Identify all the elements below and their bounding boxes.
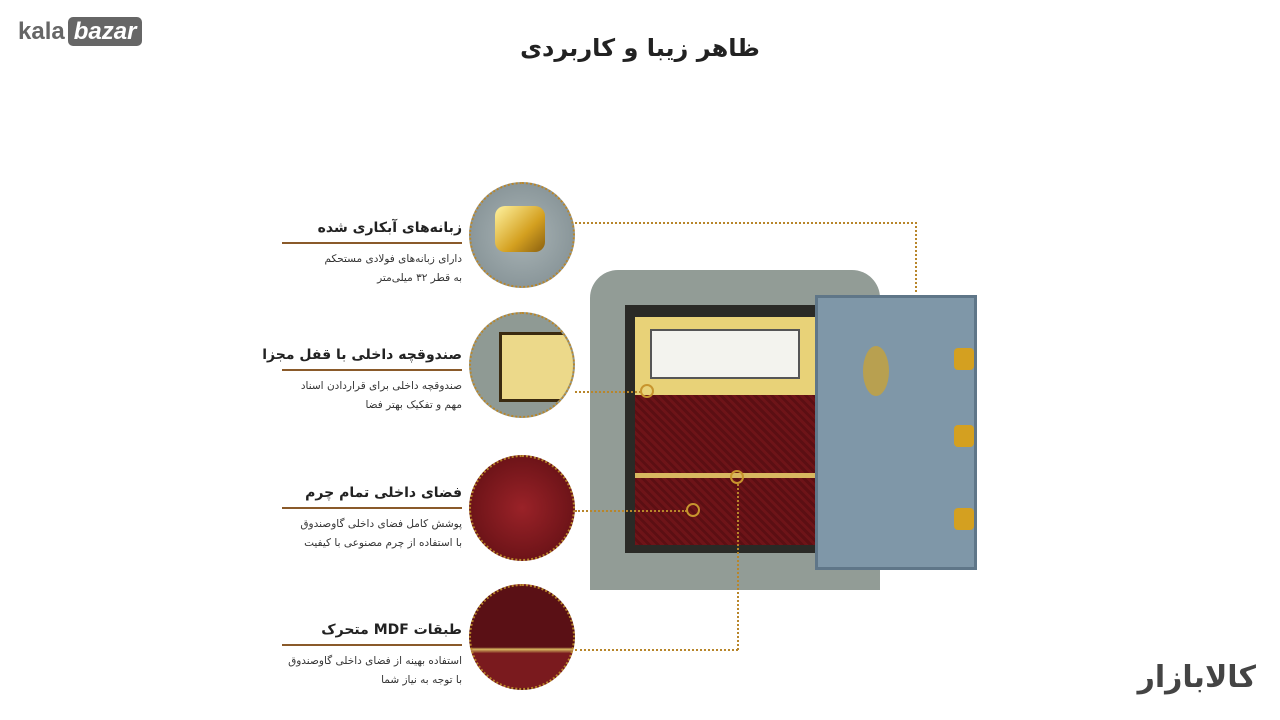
feature-heading: طبقات MDF متحرک: [282, 622, 462, 646]
feature-line: با استفاده از چرم مصنوعی با کیفیت: [304, 537, 462, 549]
bolt-detail-image: [469, 182, 575, 288]
safe-door: [815, 295, 977, 570]
feature-heading: صندوقچه داخلی با قفل مجزا: [262, 347, 462, 371]
drawer-window: [650, 329, 800, 379]
feature-plated-bolts: زبانه‌های آبکاری شده دارای زبانه‌های فولا…: [282, 220, 462, 288]
drawer-icon: [499, 332, 573, 402]
connector-line: [575, 222, 917, 224]
bolt-icon: [954, 425, 974, 447]
hotspot-marker: [640, 384, 654, 398]
leather-interior: [635, 395, 825, 545]
bolt-icon: [495, 206, 545, 252]
feature-heading: زبانه‌های آبکاری شده: [282, 220, 462, 244]
logo-badge: bazar: [67, 17, 143, 46]
brand-emblem: [863, 346, 889, 396]
drawer-detail-image: [469, 312, 575, 418]
connector-line: [575, 510, 687, 512]
leather-detail-image: [469, 455, 575, 561]
hotspot-marker: [730, 470, 744, 484]
connector-line: [575, 391, 641, 393]
feature-line: به قطر ۳۲ میلی‌متر: [377, 272, 462, 284]
bolt-icon: [954, 348, 974, 370]
kalabazar-logo-fa: کالابازار: [1137, 660, 1256, 695]
hotspot-marker: [686, 503, 700, 517]
feature-line: با توجه به نیاز شما: [381, 674, 462, 686]
feature-heading: فضای داخلی تمام چرم: [282, 485, 462, 509]
feature-mdf-shelves: طبقات MDF متحرک استفاده بهینه از فضای داخ…: [282, 622, 462, 690]
safe-opening: [625, 305, 825, 553]
feature-leather-interior: فضای داخلی تمام چرم پوشش کامل فضای داخلی …: [282, 485, 462, 553]
connector-line: [575, 649, 738, 651]
feature-inner-drawer: صندوقچه داخلی با قفل مجزا صندوقچه داخلی ب…: [262, 347, 462, 415]
feature-line: دارای زبانه‌های فولادی مستحکم: [324, 253, 462, 265]
feature-line: صندوقچه داخلی برای قراردادن اسناد: [300, 380, 462, 392]
feature-line: پوشش کامل فضای داخلی گاوصندوق: [300, 518, 462, 530]
bolt-icon: [954, 508, 974, 530]
logo-text: kala: [18, 17, 65, 45]
inner-drawer: [635, 317, 825, 395]
page-title: ظاهر زیبا و کاربردی: [520, 34, 760, 62]
feature-line: مهم و تفکیک بهتر فضا: [365, 399, 462, 411]
connector-line: [915, 222, 917, 292]
shelf-detail-image: [469, 584, 575, 690]
feature-line: استفاده بهینه از فضای داخلی گاوصندوق: [288, 655, 462, 667]
connector-line: [737, 484, 739, 650]
